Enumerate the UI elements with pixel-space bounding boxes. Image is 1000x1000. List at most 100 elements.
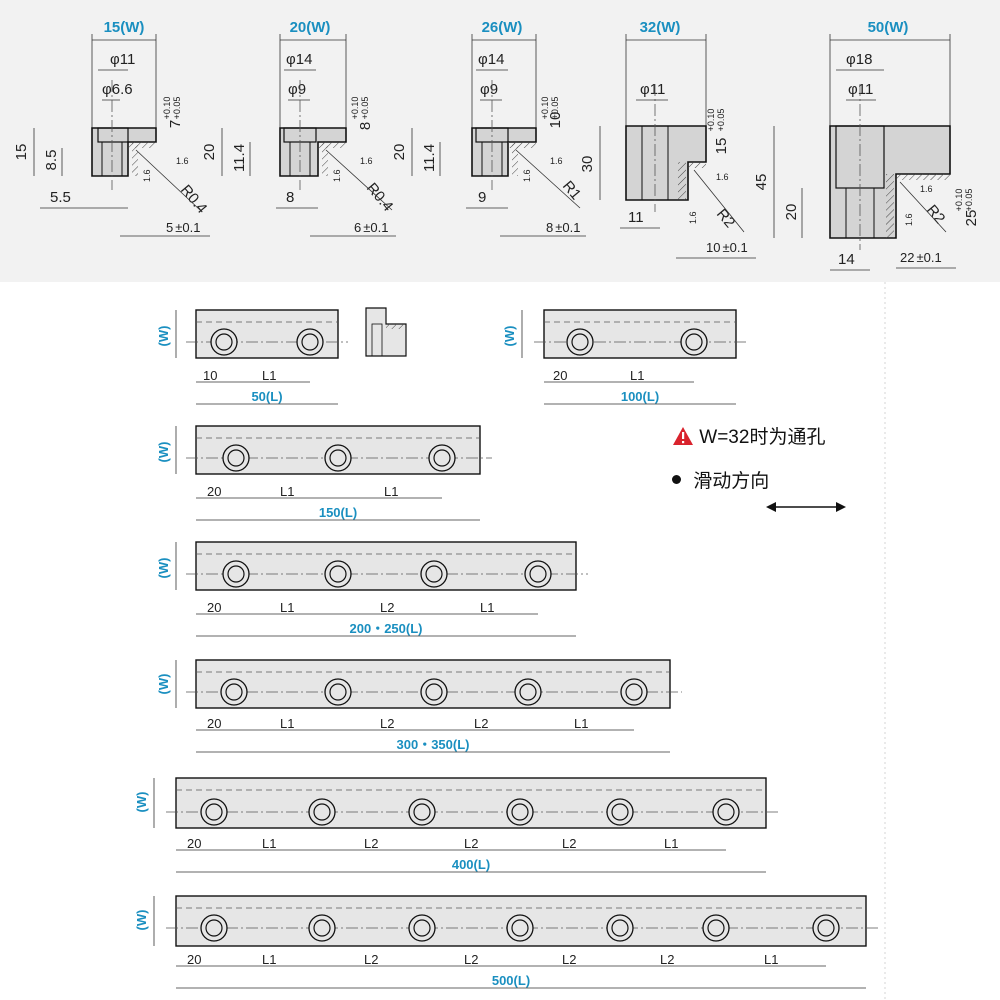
dim-left: 8 <box>286 189 294 206</box>
bar-400: (W) 20 L1 L2 L2 L2 L1 400(L) <box>134 777 778 873</box>
dim-gap: 6±0.1 <box>354 220 388 235</box>
mounting-hole <box>210 328 238 356</box>
bar-width-label: (W) <box>156 326 171 347</box>
dim-height: 15 <box>13 144 30 161</box>
section-width-label: 20(W) <box>290 19 331 36</box>
dim-phi-outer: φ18 <box>846 51 872 68</box>
pitch-label: L1 <box>764 952 778 967</box>
through-hole-note: W=32时为通孔 <box>672 422 825 449</box>
first-pitch: 20 <box>187 836 201 851</box>
mounting-hole <box>296 328 324 356</box>
bar-500: (W) 20 L1 L2 L2 L2 L2 L1 500(L) <box>134 895 878 989</box>
pitch-label: L2 <box>380 716 394 731</box>
svg-text:+0.10: +0.10 <box>954 189 964 212</box>
double-arrow-icon <box>766 502 846 512</box>
mounting-hole <box>514 678 542 706</box>
svg-text:+0.05: +0.05 <box>964 189 974 212</box>
dim-gap: 22±0.1 <box>900 250 942 265</box>
mounting-hole <box>524 560 552 588</box>
dim-left: 9 <box>478 189 486 206</box>
pitch-label: L1 <box>630 368 644 383</box>
dim-phi-outer: φ11 <box>110 51 135 68</box>
roughness-mark: 1.6 <box>550 156 563 166</box>
dim-gap: 10±0.1 <box>706 240 748 255</box>
bar-150: (W) 20 L1 L1 150(L) <box>156 425 492 521</box>
bar-100: (W) 20 L1 100(L) <box>502 309 746 405</box>
pitch-label: L2 <box>474 716 488 731</box>
dim-radius: R0.4 <box>177 182 210 217</box>
dim-phi-outer: φ14 <box>286 51 312 68</box>
roughness-mark: 1.6 <box>176 156 189 166</box>
dim-phi-outer: φ11 <box>640 81 665 98</box>
pitch-label: L1 <box>280 484 294 499</box>
svg-text:+0.05: +0.05 <box>172 97 182 120</box>
bullet-icon <box>672 475 681 484</box>
mounting-hole <box>308 798 336 826</box>
dim-radius: R2 <box>923 202 948 228</box>
svg-text:1.6: 1.6 <box>142 169 152 182</box>
section-width-label: 50(W) <box>868 19 909 36</box>
dim-height: 20 <box>391 144 408 161</box>
svg-text:+0.10: +0.10 <box>540 97 550 120</box>
mounting-hole <box>606 914 634 942</box>
dim-gap: 5±0.1 <box>166 220 200 235</box>
bar-length-label: 500(L) <box>492 973 530 988</box>
dim-left: 14 <box>838 251 855 268</box>
bar-length-label: 200・250(L) <box>350 621 423 636</box>
pitch-label: L2 <box>464 952 478 967</box>
dim-step: 10 <box>547 112 564 129</box>
roughness-mark: 1.6 <box>360 156 373 166</box>
mounting-hole <box>408 798 436 826</box>
pitch-label: L1 <box>262 952 276 967</box>
dim-hole-depth: 11.4 <box>231 144 248 172</box>
mounting-hole <box>324 444 352 472</box>
mounting-hole <box>420 560 448 588</box>
mounting-hole <box>420 678 448 706</box>
plan-view-drawings: (W) 10 L1 50(L) (W) 20 L1 100(L) (W) <box>134 282 886 1000</box>
mounting-hole <box>200 914 228 942</box>
dim-phi-outer: φ14 <box>478 51 504 68</box>
pitch-label: L1 <box>262 368 276 383</box>
bar-length-label: 50(L) <box>251 389 282 404</box>
dim-phi-inner: φ6.6 <box>102 81 133 98</box>
mounting-hole <box>812 914 840 942</box>
first-pitch: 20 <box>207 716 221 731</box>
mounting-hole <box>308 914 336 942</box>
section-w50: 50(W) φ18 φ11 45 20 25 +0.10 +0.05 1.6 R… <box>753 19 980 271</box>
mounting-hole <box>222 444 250 472</box>
dim-hole-depth: 11.4 <box>421 144 438 172</box>
pitch-label: L2 <box>562 836 576 851</box>
pitch-label: L1 <box>664 836 678 851</box>
dim-step: 15 <box>713 138 730 155</box>
section-width-label: 15(W) <box>104 19 145 36</box>
bar-length-label: 100(L) <box>621 389 659 404</box>
svg-text:+0.10: +0.10 <box>350 97 360 120</box>
mounting-hole <box>680 328 708 356</box>
bar-length-label: 400(L) <box>452 857 490 872</box>
bar-width-label: (W) <box>156 442 171 463</box>
dim-step: 7 <box>167 120 184 128</box>
mounting-hole <box>324 560 352 588</box>
bar-width-label: (W) <box>156 558 171 579</box>
svg-text:+0.05: +0.05 <box>360 97 370 120</box>
section-width-label: 26(W) <box>482 19 523 36</box>
pitch-label: L2 <box>562 952 576 967</box>
bar-length-label: 300・350(L) <box>397 737 470 752</box>
pitch-label: L2 <box>660 952 674 967</box>
dim-left: 5.5 <box>50 189 71 206</box>
mounting-hole <box>220 678 248 706</box>
mounting-hole <box>222 560 250 588</box>
sliding-direction-note: 滑动方向 <box>672 466 769 493</box>
bar-width-label: (W) <box>134 792 149 813</box>
dim-phi-inner: φ11 <box>848 81 873 98</box>
section-w15: 15(W) φ11 φ6.6 15 8.5 7 +0.10 +0.05 1.6 … <box>13 19 210 237</box>
dim-height: 30 <box>579 156 596 173</box>
warning-icon <box>673 427 693 445</box>
pitch-label: L1 <box>574 716 588 731</box>
bar-width-label: (W) <box>156 674 171 695</box>
dim-step: 8 <box>357 122 374 130</box>
bar-300-350: (W) 20 L1 L2 L2 L1 300・350(L) <box>156 659 682 753</box>
bar-body <box>175 777 767 829</box>
roughness-mark: 1.6 <box>716 172 729 182</box>
svg-text:1.6: 1.6 <box>688 211 698 224</box>
